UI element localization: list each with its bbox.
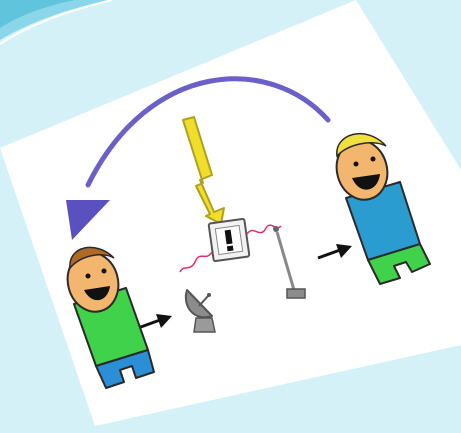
corner-swoosh-decoration: [0, 0, 112, 44]
alert-box-icon: [209, 219, 250, 262]
